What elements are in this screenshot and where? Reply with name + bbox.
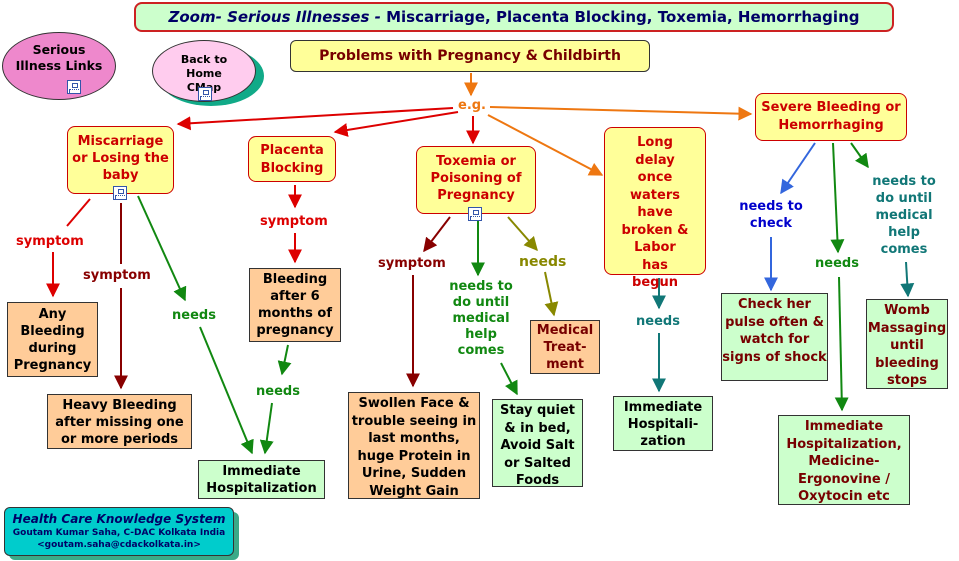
link-needs-5: needs — [815, 256, 859, 271]
cmap-toxemia-icon[interactable] — [468, 207, 482, 221]
footer-author: Goutam Kumar Saha, C-DAC Kolkata India — [12, 528, 226, 538]
node-swollen-face: Swollen Face & trouble seeing in last mo… — [348, 392, 480, 499]
link-symptom-3: symptom — [260, 214, 328, 229]
node-stay-quiet: Stay quiet & in bed, Avoid Salt or Salte… — [492, 399, 583, 488]
eg-label: e.g. — [458, 98, 486, 113]
node-heavy-bleeding: Heavy Bleeding after missing one or more… — [47, 394, 192, 449]
link-symptom-4: symptom — [378, 256, 446, 271]
title-rest: Miscarriage, Placenta Blocking, Toxemia,… — [386, 8, 860, 26]
back-home-cmap[interactable]: Back to Home CMap — [152, 40, 256, 102]
serious-illness-links-label: Serious Illness Links — [15, 42, 103, 73]
node-toxemia: Toxemia or Poisoning of Pregnancy — [416, 146, 536, 214]
cmap-home-icon[interactable] — [198, 87, 212, 101]
node-miscarriage: Miscarriage or Losing the baby — [67, 126, 174, 194]
link-symptom-1: symptom — [16, 234, 84, 249]
page-title: Zoom- Serious Illnesses - Miscarriage, P… — [134, 2, 894, 32]
cmap-link-icon[interactable] — [67, 80, 81, 94]
node-any-bleeding: Any Bleeding during Pregnancy — [7, 302, 98, 377]
title-zoom: Zoom- Serious Illnesses - — [168, 8, 381, 26]
footer-title: Health Care Knowledge System — [12, 512, 226, 526]
link-needs-1: needs — [172, 308, 216, 323]
node-check-pulse: Check her pulse often & watch for signs … — [721, 293, 828, 381]
node-immediate-hospitalization: Immediate Hospitalization — [198, 460, 325, 499]
cmap-miscarriage-icon[interactable] — [113, 186, 127, 200]
node-medical-treatment: Medical Treat-ment — [530, 320, 600, 374]
node-womb-massaging: Womb Massaging until bleeding stops — [866, 299, 948, 389]
link-needs-4: needs — [636, 314, 680, 329]
node-miscarriage-label: Miscarriage or Losing the baby — [72, 134, 169, 183]
serious-illness-links[interactable]: Serious Illness Links — [2, 32, 116, 100]
node-bleeding-6-months: Bleeding after 6 months of pregnancy — [249, 268, 341, 342]
footer-email: <goutam.saha@cdackolkata.in> — [37, 540, 201, 550]
link-needs-3: needs — [519, 254, 567, 270]
link-needs-check: needs to check — [739, 199, 803, 231]
node-toxemia-label: Toxemia or Poisoning of Pregnancy — [430, 154, 522, 203]
link-needs-until-2: needs to do until medical help comes — [872, 174, 936, 257]
node-immediate-hospitalization-2: Immediate Hospitali-zation — [613, 396, 713, 451]
footer-box: Health Care Knowledge System Goutam Kuma… — [4, 507, 234, 556]
node-placenta: Placenta Blocking — [248, 136, 336, 182]
node-hospitalization-medicine: Immediate Hospitalization, Medicine-Ergo… — [778, 415, 910, 505]
node-long-delay: Long delay once waters have broken & Lab… — [604, 127, 706, 290]
main-concept: Problems with Pregnancy & Childbirth — [290, 40, 650, 72]
link-needs-2: needs — [256, 384, 300, 399]
node-severe-bleeding: Severe Bleeding or Hemorrhaging — [755, 93, 907, 141]
link-symptom-2: symptom — [83, 268, 151, 283]
link-needs-until-1: needs to do until medical help comes — [449, 279, 513, 358]
